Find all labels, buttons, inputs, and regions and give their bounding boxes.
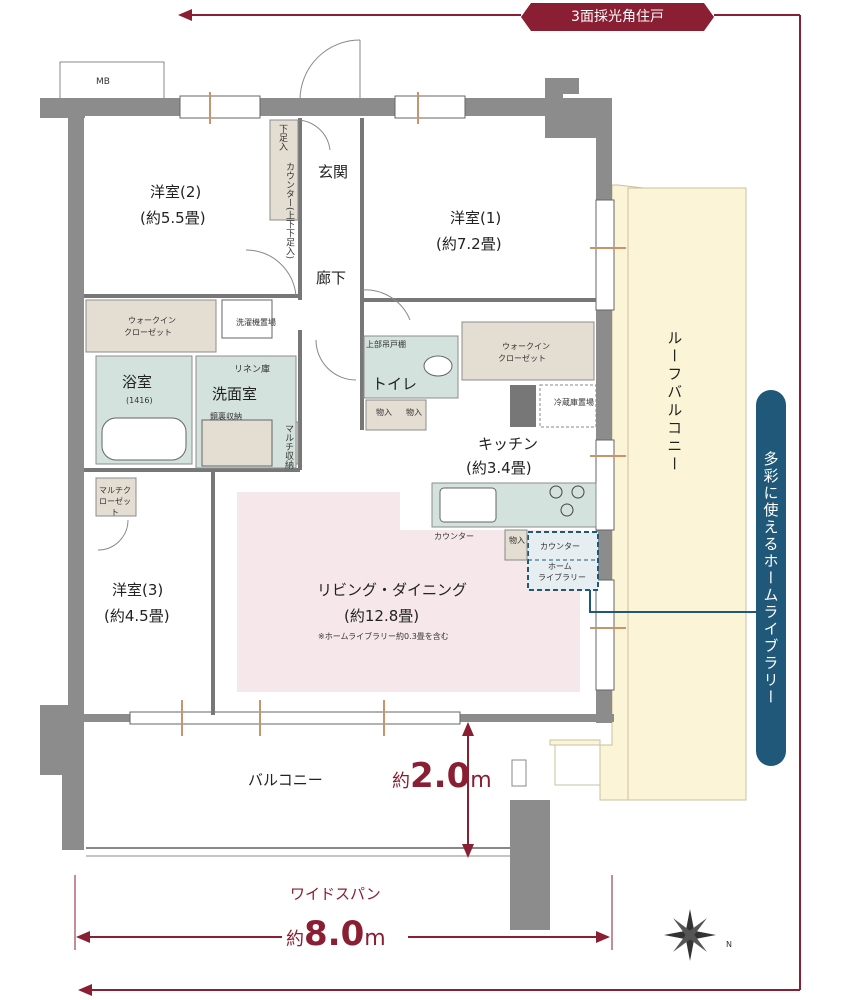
- closet-1-label: クローゼット: [498, 354, 546, 363]
- balcony-depth-value: 約2.0m: [392, 756, 492, 796]
- meter-box-label: MB: [96, 77, 110, 87]
- bathtub: [101, 417, 187, 461]
- storage-label-2: 物入: [406, 408, 422, 417]
- walkin-2-label: ウォークイン: [128, 316, 176, 325]
- multi-closet: [95, 477, 137, 517]
- three-side-lighting-badge: 3面採光角住戸: [521, 3, 714, 31]
- living-dining-name: リビング・ダイニング: [317, 581, 468, 599]
- living-dining-note: ※ホームライブラリー約0.3畳を含む: [318, 632, 449, 641]
- western-room-3-size: (約4.5畳): [104, 607, 170, 625]
- shoe-storage: [269, 119, 299, 221]
- western-room-1-size: (約7.2畳): [436, 235, 502, 253]
- compass-north-label: N: [726, 940, 732, 949]
- counter-label: カウンター: [434, 532, 474, 541]
- hallway-label: 廊下: [316, 269, 347, 287]
- library-home-label: ホーム: [548, 562, 572, 571]
- walkin-1-label: ウォークイン: [502, 342, 550, 351]
- washroom-label: 洗面室: [212, 385, 258, 403]
- mirror-storage-label: 鏡裏収納: [210, 412, 242, 421]
- wide-span-label: ワイドスパン: [290, 885, 381, 903]
- library-connector: [589, 590, 756, 613]
- entrance-label: 玄関: [318, 163, 349, 181]
- walk-in-closet-2: [85, 299, 217, 353]
- ventilation-arrows: [181, 92, 626, 736]
- fridge-label: 冷蔵庫置場: [554, 398, 594, 407]
- toilet-label: トイレ: [372, 375, 418, 393]
- library-library-label: ライブラリー: [538, 573, 586, 582]
- interior-walls: [84, 118, 596, 715]
- kitchen-label: キッチン: [478, 435, 539, 453]
- counter-shoe-label: カウンター(上下下足入): [284, 162, 294, 260]
- fridge-space: [539, 384, 597, 428]
- closet-2-label: クローゼット: [124, 328, 172, 337]
- multi-closet-label: マルチクローゼット: [99, 486, 131, 517]
- wide-span-value: 約8.0m: [286, 914, 386, 954]
- walk-in-closet-1: [461, 321, 595, 381]
- washer-label: 洗濯機置場: [236, 318, 276, 327]
- western-room-3-name: 洋室(3): [112, 581, 164, 599]
- western-room-2-size: (約5.5畳): [140, 209, 206, 227]
- vanity: [201, 419, 273, 467]
- shoe-box-label: 下足入: [277, 124, 287, 151]
- linen-label: リネン庫: [234, 365, 271, 375]
- stove: [549, 485, 585, 517]
- western-room-2-name: 洋室(2): [150, 183, 202, 201]
- library-counter-label: カウンター: [540, 542, 580, 551]
- living-dining-floor: [237, 492, 580, 692]
- roof-balcony-label: ルーフバルコニー: [665, 330, 684, 474]
- storage-label-1: 物入: [376, 408, 392, 417]
- toilet-bowl: [423, 355, 453, 377]
- bathroom-code: (1416): [126, 396, 153, 405]
- upper-shelf-label: 上部吊戸棚: [366, 340, 406, 349]
- compass-icon: [664, 909, 716, 961]
- washer-space: [221, 299, 273, 339]
- meter-box: [59, 61, 165, 101]
- home-library-area: [527, 531, 599, 591]
- kitchen-size: (約3.4畳): [466, 459, 532, 477]
- home-library-badge: 多彩に使えるホームライブラリー: [756, 390, 786, 766]
- doors: [97, 39, 411, 551]
- storage-label-3: 物入: [509, 536, 525, 545]
- walls: [40, 78, 614, 930]
- western-room-1-name: 洋室(1): [450, 209, 502, 227]
- multi-storage-label: マルチ収納: [283, 424, 293, 469]
- balcony-label: バルコニー: [248, 771, 323, 789]
- lighting-arrow-left: [178, 9, 192, 21]
- living-dining-size: (約12.8畳): [344, 607, 420, 625]
- kitchen-sink: [439, 487, 497, 523]
- bathroom-label: 浴室: [122, 373, 153, 391]
